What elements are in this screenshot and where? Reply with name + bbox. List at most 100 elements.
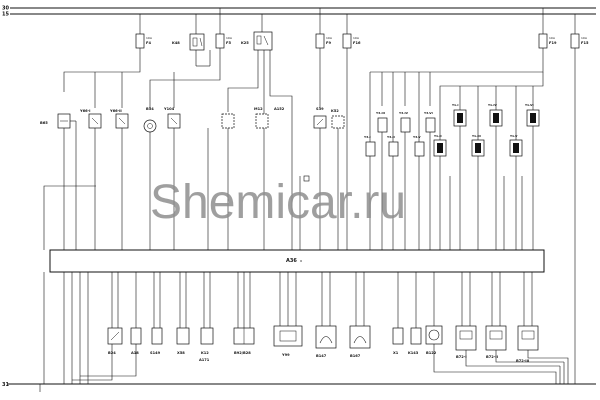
watermark: Shemicar.ru xyxy=(150,176,406,229)
component-b72-i-name: B72-I xyxy=(456,355,467,359)
component-b167: B167 xyxy=(349,325,371,358)
injector-y3-vi-name: Y3-VI xyxy=(423,111,433,115)
fuse-f5-rating: 10A xyxy=(226,36,233,40)
coil-t1-v-name: T1-V xyxy=(510,134,518,138)
component-b72-iii-name: B72-III xyxy=(516,359,529,363)
component-b122: B122 xyxy=(425,325,443,355)
component-y66-ii-name: Y66-II xyxy=(109,109,122,113)
component-a18-name: A18 xyxy=(131,351,139,355)
coil-t1-vi-name: T1-VI xyxy=(525,103,534,107)
component-b54: B54 xyxy=(143,107,157,250)
injector-y3-v: Y3-V xyxy=(412,106,425,250)
injector-y3-v-name: Y3-V xyxy=(412,135,421,139)
ecu-a36-symbol: ⅹ xyxy=(300,259,303,263)
component-s39: S39 xyxy=(313,107,327,250)
injector-y3-ii: Y3-II xyxy=(386,106,399,250)
fuse-f15: 10A F15 xyxy=(570,14,589,384)
fuse-f4-rating: 10A xyxy=(146,36,153,40)
coil-t1-iv-name: T1-IV xyxy=(488,103,497,107)
coil-t1-i: T1-I xyxy=(452,103,467,250)
relay-k25: K25 xyxy=(241,14,273,66)
component-k12-name: K12 xyxy=(201,351,209,355)
fuse-f19-name: F19 xyxy=(549,41,557,45)
rail-30-label: 30 xyxy=(2,6,9,12)
component-s149: S149 xyxy=(150,327,163,355)
component-y99: Y99 xyxy=(273,325,303,357)
component-x58: X58 xyxy=(176,327,190,355)
component-a171-name: A171 xyxy=(199,358,210,362)
connector-marker xyxy=(303,175,310,182)
fuse-f16: 10A F16 xyxy=(342,14,361,64)
component-b72-i: B72-I xyxy=(455,325,477,359)
fuse-f15-name: F15 xyxy=(581,41,589,45)
component-a152: A152 xyxy=(255,107,285,129)
injector-y3-iv-name: Y3-IV xyxy=(398,111,409,115)
fuse-f5: 10A F5 xyxy=(215,8,233,64)
component-b92-b28-name: B92/B28 xyxy=(234,351,251,355)
injector-y3-iv: Y3-IV xyxy=(398,111,411,250)
component-b24: B24 xyxy=(107,327,123,355)
component-k143-name: K143 xyxy=(408,351,419,355)
component-y104-name: Y104 xyxy=(163,107,175,111)
component-k12: K12 xyxy=(200,327,214,355)
relay-k48-name: K48 xyxy=(172,41,180,45)
component-m12-name: M12 xyxy=(254,107,263,111)
coil-t1-iii: T1-III xyxy=(471,86,485,250)
component-y99-name: Y99 xyxy=(281,353,290,357)
misc-wires xyxy=(43,128,523,250)
lower-wires xyxy=(63,272,569,384)
component-b72-ii-name: B72-II xyxy=(486,355,498,359)
component-b54-name: B54 xyxy=(146,107,154,111)
coil-t1-ii-name: T1-II xyxy=(434,134,442,138)
injector-y3-vi: Y3-VI xyxy=(423,111,436,250)
component-b122-name: B122 xyxy=(426,351,437,355)
component-b92-b28: B92/B28 xyxy=(233,327,255,355)
relay-k48: K48 xyxy=(172,14,211,67)
ground-lines xyxy=(39,272,45,392)
injector-block: Y3-I Y3-II Y3-III Y3-IV Y3-V Y3-VI xyxy=(363,86,540,250)
component-k52: K52 xyxy=(331,109,345,250)
component-b65-name: B65 xyxy=(40,121,48,125)
injector-y3-i-name: Y3-I xyxy=(363,135,371,139)
component-k143: K143 xyxy=(408,327,422,355)
injector-y3-ii-name: Y3-II xyxy=(386,135,395,139)
distribution-buses xyxy=(63,62,544,250)
fuse-f4: 10A F4 xyxy=(135,14,153,62)
injector-y3-iii: Y3-III xyxy=(375,111,388,250)
power-rails xyxy=(8,7,596,385)
ecu-a36-name: A36 xyxy=(286,258,297,264)
rail-15-label: 15 xyxy=(2,12,9,18)
rail-31-label: 31 xyxy=(2,382,9,388)
injector-y3-iii-name: Y3-III xyxy=(375,111,385,115)
fuse-f19: 10A F19 xyxy=(538,8,557,62)
component-y66-i-name: Y66-I xyxy=(79,109,90,113)
fuse-f9-rating: 10A xyxy=(326,36,333,40)
fuse-f16-name: F16 xyxy=(353,41,361,45)
component-b147: B147 xyxy=(315,325,337,358)
component-y66-i: Y66-I xyxy=(79,109,102,250)
component-s39-name: S39 xyxy=(316,107,324,111)
ecu-a36: A36 ⅹ xyxy=(49,249,545,273)
fuse-f9: 10A F9 xyxy=(315,8,333,64)
component-a152-name: A152 xyxy=(274,107,285,111)
fuse-f16-rating: 10A xyxy=(353,36,360,40)
fuse-f4-name: F4 xyxy=(146,41,151,45)
component-k52-name: K52 xyxy=(331,109,339,113)
component-a18: A18 xyxy=(130,327,142,355)
component-b72-iii: B72-III xyxy=(516,325,539,363)
coil-t1-i-name: T1-I xyxy=(452,103,459,107)
component-b147-name: B147 xyxy=(316,354,327,358)
fuse-f5-name: F5 xyxy=(226,41,231,45)
component-x58-name: X58 xyxy=(177,351,185,355)
coil-t1-ii: T1-II xyxy=(433,134,447,250)
component-b65: B65 xyxy=(40,113,77,250)
coil-t1-v: T1-V xyxy=(509,86,523,250)
component-x1: X1 xyxy=(392,327,404,355)
fuse-f19-rating: 10A xyxy=(549,36,556,40)
component-b167-name: B167 xyxy=(350,354,361,358)
component-a171: A171 xyxy=(199,358,210,362)
fuse-f15-rating: 10A xyxy=(581,36,588,40)
component-b72-ii: B72-II xyxy=(485,325,507,359)
coil-t1-iv: T1-IV xyxy=(488,103,503,250)
